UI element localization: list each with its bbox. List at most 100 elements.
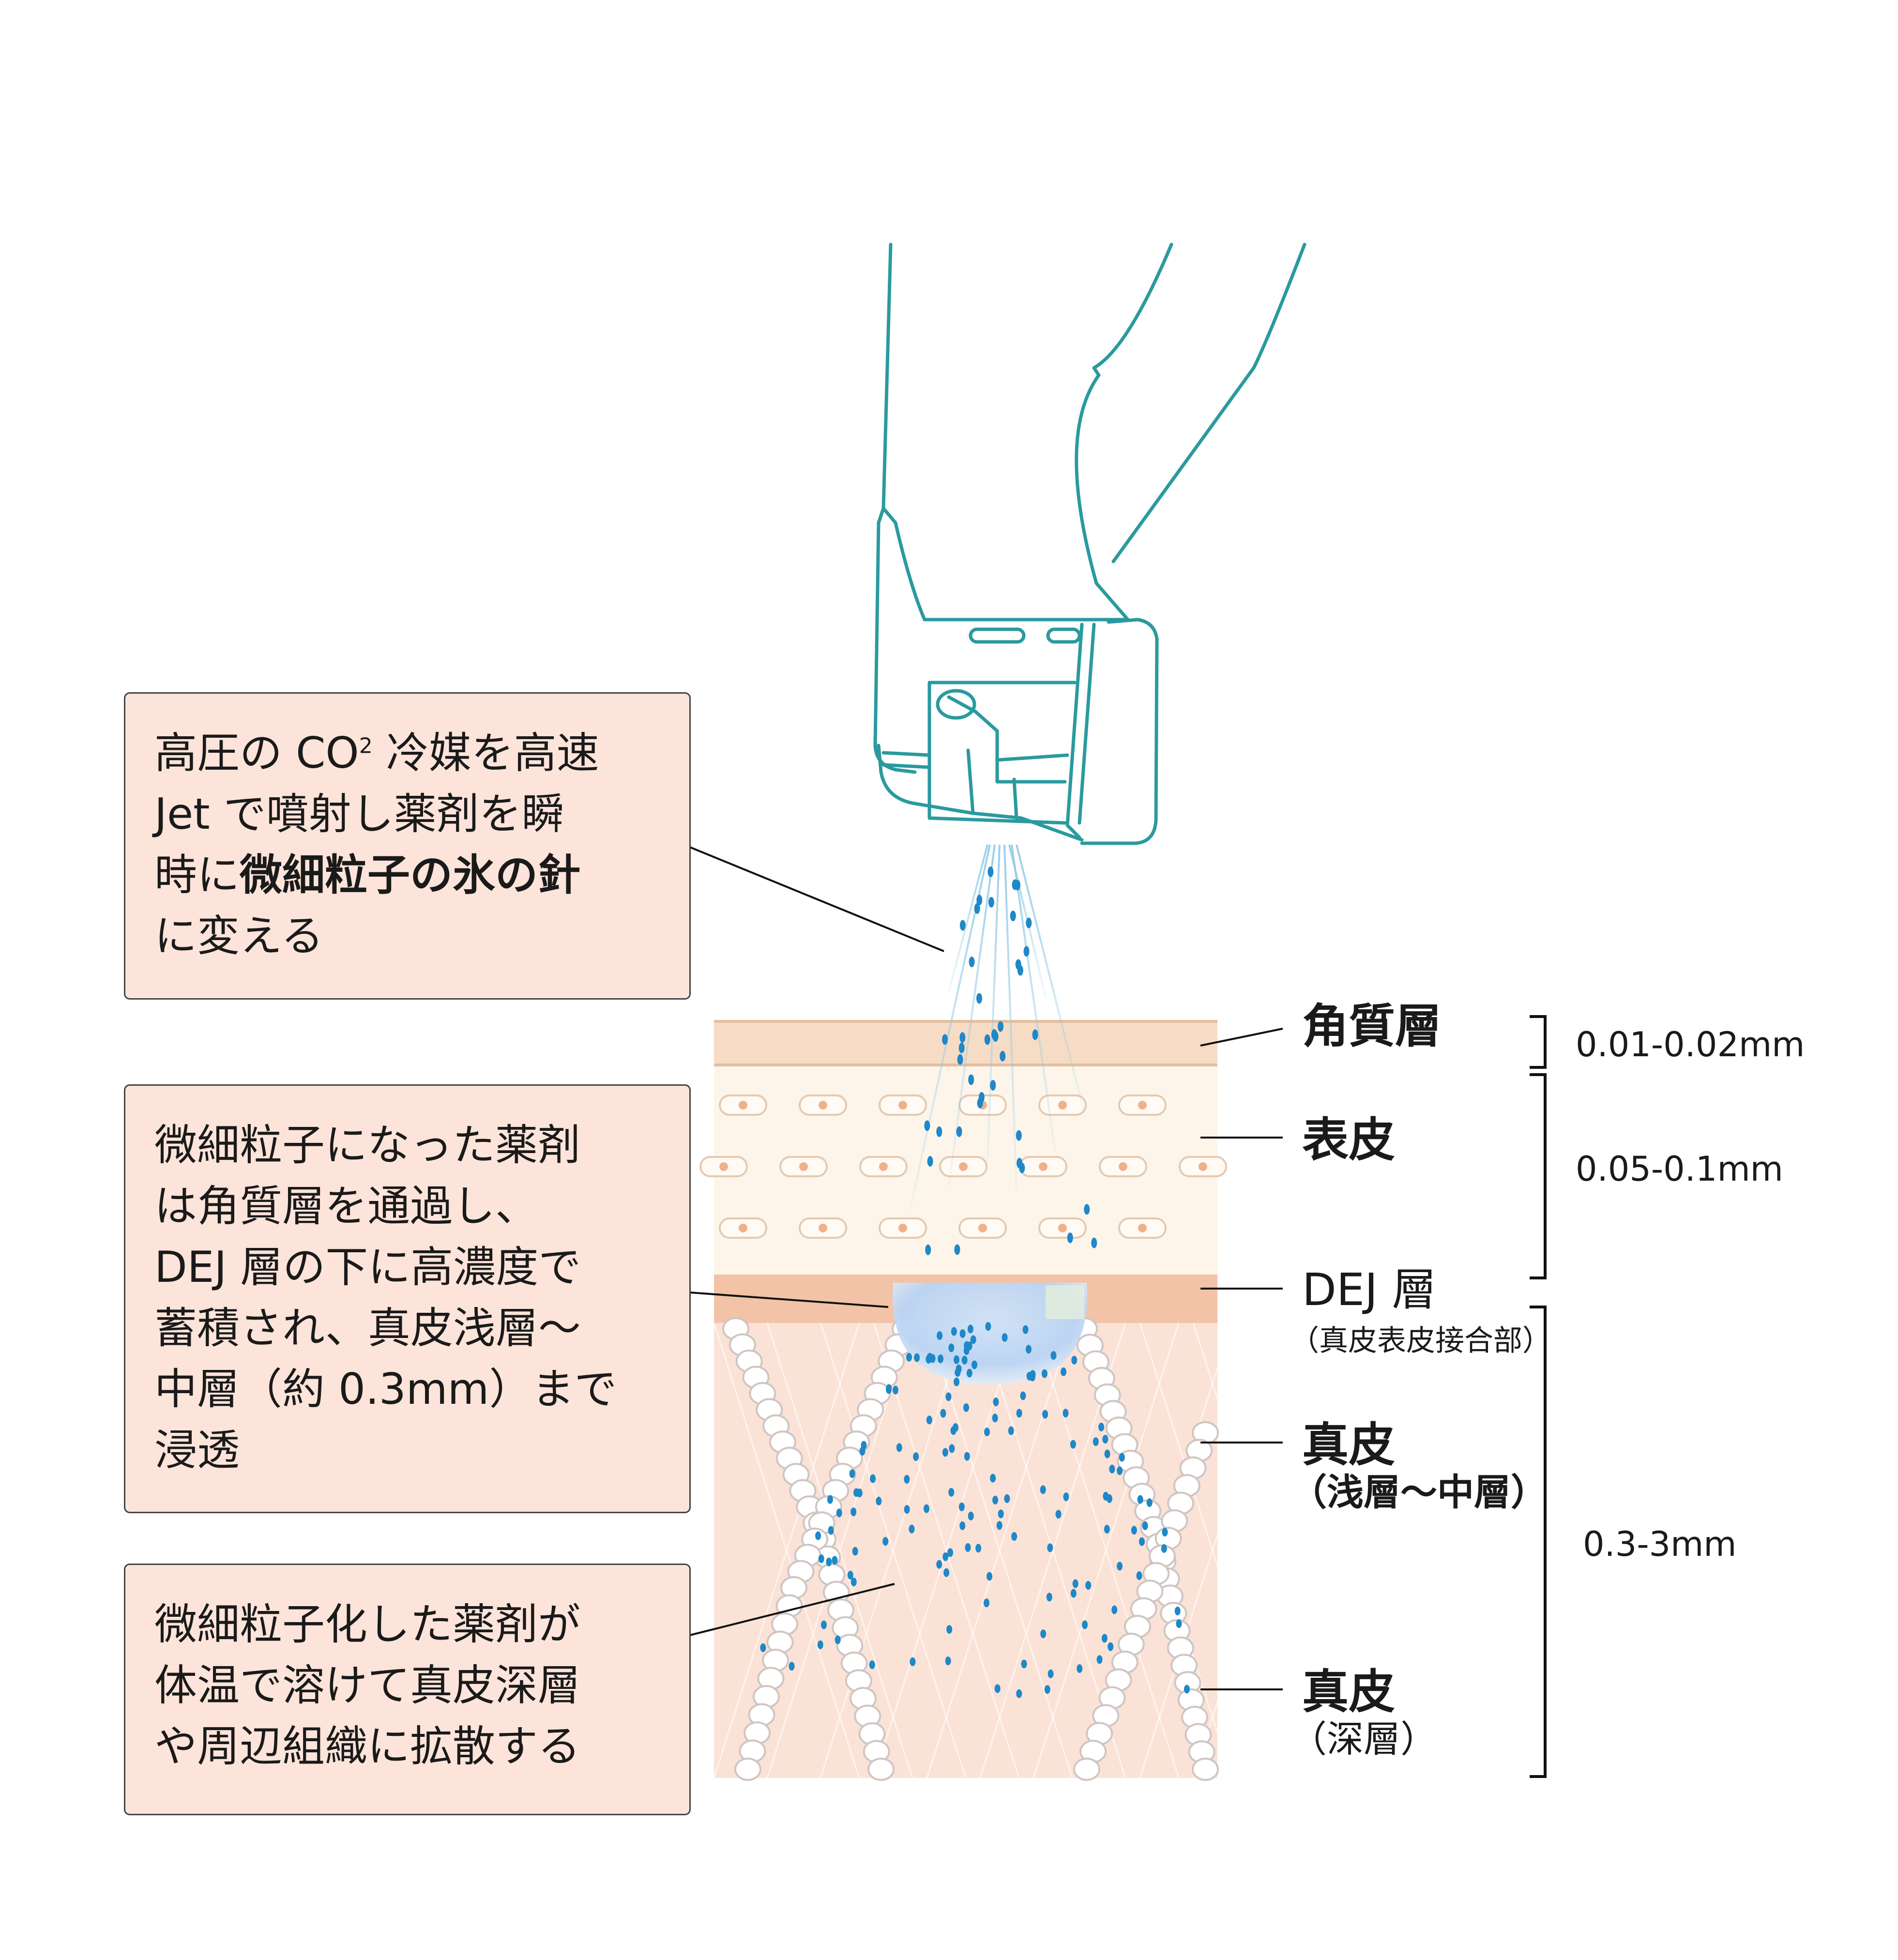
particle bbox=[869, 1660, 875, 1670]
particle bbox=[1174, 1607, 1181, 1616]
collagen-fiber bbox=[1033, 1322, 1180, 1778]
particle bbox=[992, 1413, 998, 1423]
epidermis-cell bbox=[779, 1156, 828, 1177]
particle bbox=[904, 1505, 910, 1514]
label-dej-note: （真皮表皮接合部） bbox=[1290, 1324, 1551, 1358]
particle bbox=[996, 1521, 1002, 1530]
text-run: 中層（約 0.3mm）まで bbox=[154, 1364, 617, 1414]
text-run: 体温で溶けて真皮深層 bbox=[154, 1660, 581, 1710]
particle bbox=[1117, 1562, 1123, 1571]
particle bbox=[948, 1343, 955, 1352]
particle bbox=[992, 1495, 999, 1504]
particle bbox=[1026, 917, 1032, 928]
particle bbox=[914, 1353, 920, 1362]
particle bbox=[1070, 1589, 1077, 1598]
particle bbox=[961, 1355, 968, 1365]
particle bbox=[870, 1474, 876, 1483]
particle bbox=[1016, 1409, 1022, 1418]
particle bbox=[990, 1474, 996, 1483]
particle bbox=[964, 1341, 970, 1350]
dim-corneum: 0.01-0.02mm bbox=[1576, 1025, 1805, 1064]
elastin-chains bbox=[722, 1317, 1219, 1781]
particle bbox=[1131, 1526, 1137, 1535]
particle bbox=[1142, 1521, 1148, 1530]
drug-particles bbox=[760, 866, 1190, 1698]
text-run: 浸透 bbox=[154, 1425, 240, 1475]
collagen-fiber bbox=[926, 1322, 1073, 1778]
particle bbox=[1044, 1685, 1050, 1694]
callout-line: 中層（約 0.3mm）まで bbox=[154, 1359, 665, 1420]
particle bbox=[1016, 1130, 1022, 1141]
particle bbox=[1000, 1050, 1006, 1062]
particle bbox=[976, 895, 983, 906]
particle bbox=[1098, 1423, 1105, 1432]
particle bbox=[1071, 1355, 1078, 1365]
particle bbox=[847, 1570, 853, 1580]
particle bbox=[1137, 1495, 1143, 1504]
epidermis-cell bbox=[1179, 1156, 1227, 1177]
particle bbox=[856, 1489, 863, 1498]
particle bbox=[1102, 1435, 1108, 1444]
label-dermis-deep-note: （深層） bbox=[1290, 1717, 1437, 1761]
particle bbox=[974, 903, 980, 914]
particle bbox=[1047, 1543, 1053, 1552]
particle bbox=[1093, 1437, 1099, 1446]
particle bbox=[946, 1625, 953, 1634]
text-run: や周辺組織に拡散する bbox=[154, 1721, 581, 1771]
particle bbox=[828, 1526, 834, 1535]
text-run: 微細粒子化した薬剤が bbox=[154, 1599, 581, 1649]
particle bbox=[945, 1656, 951, 1666]
label-dermis-upper: 真皮 bbox=[1302, 1418, 1395, 1472]
particle bbox=[923, 1504, 929, 1513]
dim-epidermis: 0.05-0.1mm bbox=[1576, 1149, 1783, 1189]
particle bbox=[987, 1572, 993, 1581]
particle bbox=[1041, 1369, 1048, 1378]
particle bbox=[1061, 1367, 1067, 1376]
particle bbox=[1184, 1685, 1190, 1694]
particle bbox=[1022, 1325, 1029, 1334]
particle bbox=[956, 1364, 962, 1373]
particle bbox=[1139, 1537, 1145, 1546]
text-run: 蓄積され、真皮浅層～ bbox=[154, 1303, 581, 1353]
particle bbox=[991, 1029, 997, 1040]
particle bbox=[947, 1548, 954, 1557]
particle bbox=[984, 1034, 990, 1045]
particle bbox=[1015, 959, 1021, 970]
particle bbox=[957, 1054, 963, 1065]
particle bbox=[959, 1329, 966, 1338]
particle bbox=[942, 1034, 948, 1045]
elastin-bead bbox=[1192, 1758, 1219, 1781]
particle bbox=[1109, 1464, 1115, 1474]
dim-dermis: 0.3-3mm bbox=[1583, 1524, 1737, 1564]
dimension-brackets bbox=[1530, 1015, 1547, 1778]
particle bbox=[1091, 1237, 1097, 1248]
cloud-highlight bbox=[1046, 1285, 1084, 1319]
particle bbox=[1055, 1510, 1062, 1519]
particle bbox=[1046, 1593, 1052, 1602]
particle bbox=[1072, 1579, 1078, 1588]
particle bbox=[926, 1415, 932, 1425]
callout-diffusion: 微細粒子化した薬剤が体温で溶けて真皮深層や周辺組織に拡散する bbox=[124, 1564, 691, 1815]
callout-line: Jet で噴射し薬剤を瞬 bbox=[154, 784, 665, 845]
particle bbox=[1048, 1669, 1054, 1678]
superscript: 2 bbox=[359, 733, 373, 759]
particle bbox=[852, 1547, 858, 1556]
particle bbox=[1101, 1634, 1108, 1643]
particle bbox=[958, 1042, 965, 1053]
particle bbox=[835, 1635, 841, 1644]
particle bbox=[1108, 1642, 1114, 1651]
particle bbox=[1063, 1409, 1069, 1418]
particle bbox=[1014, 880, 1020, 891]
particle bbox=[965, 1543, 971, 1552]
particle bbox=[943, 1568, 950, 1577]
particle bbox=[904, 1474, 910, 1484]
particle bbox=[1026, 1371, 1033, 1381]
epidermis-cell bbox=[719, 1094, 767, 1116]
particle bbox=[975, 1544, 982, 1553]
particle bbox=[1146, 1498, 1153, 1507]
particle bbox=[936, 1126, 942, 1137]
particle bbox=[937, 1331, 943, 1340]
particle bbox=[970, 1335, 976, 1344]
particle bbox=[820, 1620, 827, 1629]
particle bbox=[976, 993, 982, 1004]
